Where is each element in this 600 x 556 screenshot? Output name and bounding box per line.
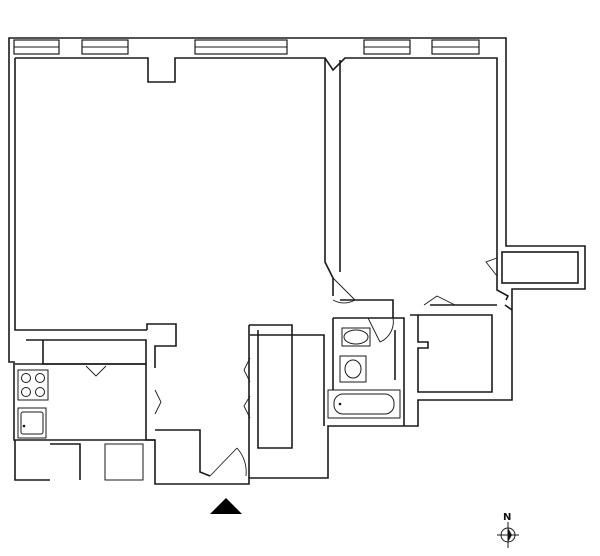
closet-door [154,389,162,415]
kitchen-fixtures [14,369,144,481]
windows [13,39,480,55]
compass: N [497,512,519,548]
bathroom-fixtures [327,327,401,419]
doors [85,257,498,477]
refrigerator [104,443,144,481]
east-bay [501,251,579,284]
bay-door [485,257,498,277]
closet-door [243,395,251,419]
bathroom-door [367,317,394,343]
compass-north-label: N [503,512,511,523]
closet-door [243,357,251,383]
dressing-door [423,295,456,306]
outer-walls [8,37,586,485]
interior-walls [15,58,513,478]
entrance-door [209,447,247,477]
kitchen-door [85,365,107,377]
toilet [341,327,371,347]
entrance-arrow-icon [210,498,242,514]
bedroom-door [332,277,356,304]
kitchen-sink [17,407,47,439]
